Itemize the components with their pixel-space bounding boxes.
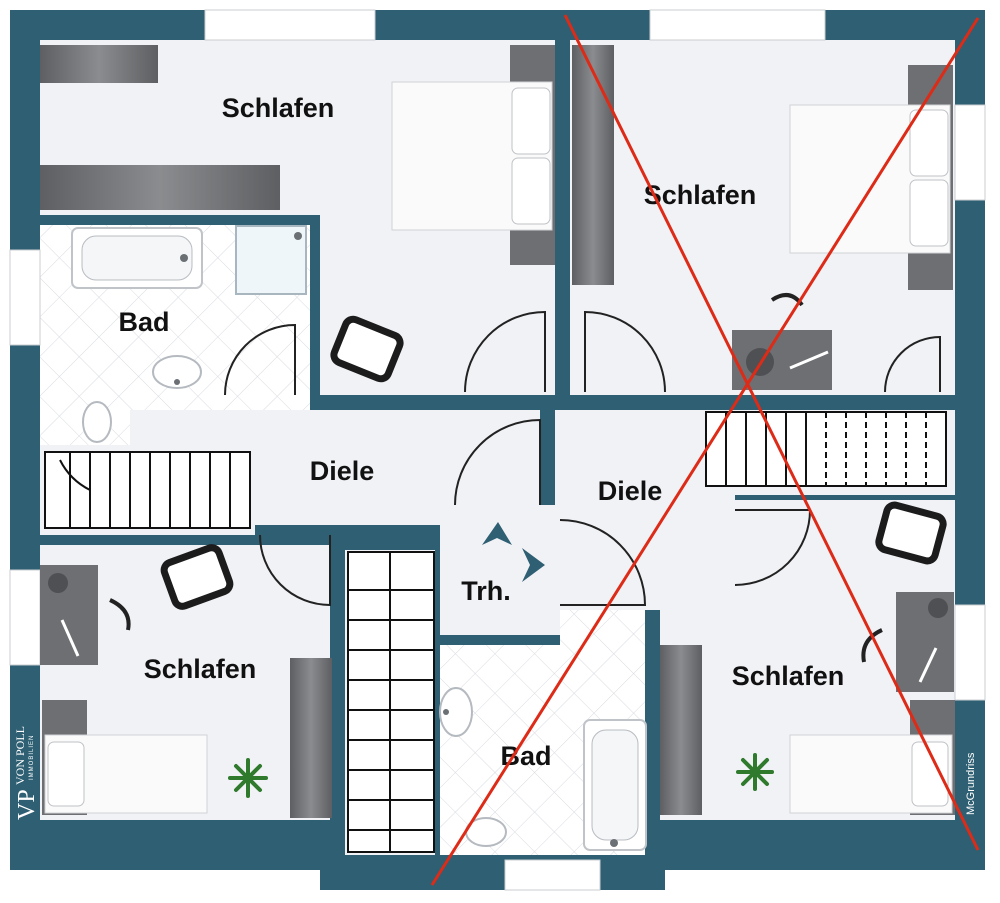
plants xyxy=(228,753,774,798)
window xyxy=(204,9,376,41)
window xyxy=(649,9,826,41)
window xyxy=(954,104,986,201)
desk-icon xyxy=(896,592,954,692)
cross-out-icon xyxy=(430,14,980,886)
wardrobe-icon xyxy=(572,45,614,285)
beds xyxy=(42,45,955,815)
window xyxy=(9,569,41,666)
room-labels: Schlafen Schlafen Bad Diele Diele Trh. S… xyxy=(118,93,844,771)
door-swing-icon xyxy=(734,509,812,586)
bathtub-icon xyxy=(71,227,203,289)
room-label-schlafen-top-left: Schlafen xyxy=(222,93,335,123)
wardrobe-icon xyxy=(290,658,332,818)
sink-icon xyxy=(439,687,473,737)
door-swing-icon xyxy=(464,310,546,393)
chair-icon xyxy=(160,544,234,610)
door-swing-icon xyxy=(454,418,541,506)
bathtub-icon xyxy=(583,719,647,851)
bed-icon xyxy=(391,45,555,265)
stairs-icon xyxy=(347,551,435,853)
door-swing-icon xyxy=(559,519,647,606)
wardrobe-icon xyxy=(40,165,280,210)
room-label-diele-right: Diele xyxy=(598,476,663,506)
desks xyxy=(40,293,954,692)
bed-icon xyxy=(42,700,208,815)
plan-credit: McGrundriss xyxy=(965,752,977,815)
room-label-trh: Trh. xyxy=(461,576,511,606)
stairs-icon xyxy=(44,451,251,529)
room-label-schlafen-bottom-left: Schlafen xyxy=(144,654,257,684)
brand-subtitle: IMMOBILIEN xyxy=(29,735,35,780)
shower-icon xyxy=(235,225,307,295)
wardrobe-icon xyxy=(40,45,158,83)
window xyxy=(504,859,601,891)
door-swing-icon xyxy=(584,310,666,393)
wardrobe-icon xyxy=(660,645,702,815)
room-label-diele-left: Diele xyxy=(310,456,375,486)
door-swing-icon xyxy=(224,323,296,396)
stairs-icon xyxy=(705,411,947,487)
chair-icon xyxy=(875,501,947,565)
room-label-bad-left: Bad xyxy=(118,307,169,337)
toilet-icon xyxy=(82,401,112,443)
door-swing-icon xyxy=(884,335,941,393)
brand-logo: VP VON POLL IMMOBILIEN xyxy=(13,726,40,820)
room-label-schlafen-top-right: Schlafen xyxy=(644,180,757,210)
chair-icon xyxy=(109,598,131,631)
floor-bad-bottom-2 xyxy=(560,610,645,655)
window xyxy=(954,604,986,701)
direction-arrow-icon xyxy=(482,522,545,582)
door-swing-icon xyxy=(259,534,331,607)
brand-monogram: VP xyxy=(14,789,40,820)
doors xyxy=(224,310,941,607)
bed-icon xyxy=(789,65,953,290)
window xyxy=(9,249,41,346)
wardrobes xyxy=(40,45,702,818)
desk-icon xyxy=(40,565,98,665)
chair-icon xyxy=(861,628,883,663)
sink-icon xyxy=(152,355,202,389)
windows xyxy=(9,9,986,891)
armchairs xyxy=(160,315,947,610)
chair-icon xyxy=(330,315,404,383)
floor-trh xyxy=(440,505,560,635)
room-label-bad-bottom: Bad xyxy=(500,741,551,771)
room-label-schlafen-bottom-right: Schlafen xyxy=(732,661,845,691)
plant-icon xyxy=(736,753,774,791)
brand-name: VON POLL xyxy=(13,726,27,785)
plant-icon xyxy=(228,758,268,798)
